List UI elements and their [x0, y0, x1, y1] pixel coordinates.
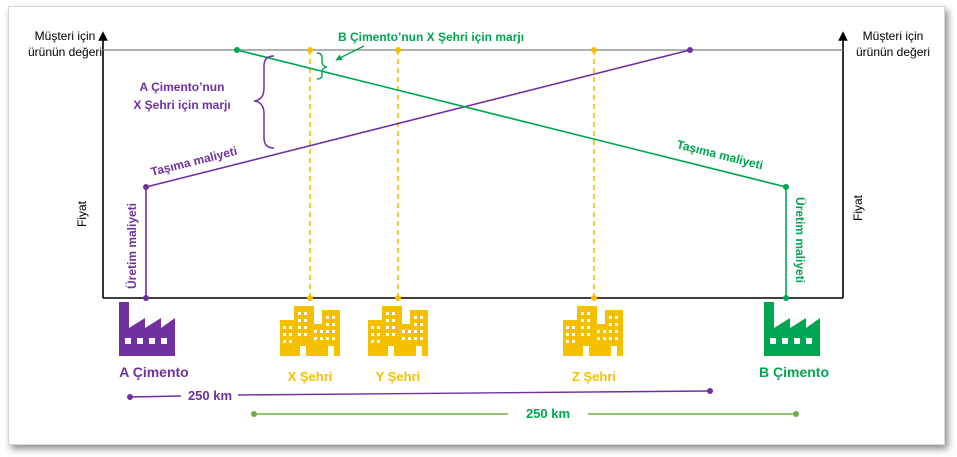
- left-top-label-line2: ürünün değeri: [28, 45, 102, 59]
- a-range-end-dot: [707, 388, 713, 394]
- x-city-bottom-dot: [307, 295, 313, 301]
- a-base-dot: [143, 295, 149, 301]
- a-transport-label: Taşıma maliyeti: [149, 144, 238, 179]
- b-end-dot: [234, 47, 240, 53]
- b-margin-arrow: [335, 45, 365, 61]
- b-margin-label: B Çimento’nun X Şehri için marjı: [338, 30, 524, 44]
- a-margin-label-line2: X Şehri için marjı: [133, 98, 230, 112]
- y-city-bottom-dot: [395, 295, 401, 301]
- right-top-label-line1: Müşteri için: [863, 29, 924, 43]
- b-margin-brace: [316, 52, 328, 80]
- z-city-icon: [563, 306, 623, 356]
- b-transport-label: Taşıma maliyeti: [675, 137, 764, 172]
- b-range-end-dot: [793, 411, 799, 417]
- a-range-label: 250 km: [188, 388, 232, 403]
- a-production-dot: [143, 184, 149, 190]
- y-city-top-dot: [395, 47, 401, 53]
- a-production-label: Üretim maliyeti: [124, 203, 139, 289]
- left-top-label-line1: Müşteri için: [35, 29, 96, 43]
- b-cimento-label: B Çimento: [759, 364, 829, 380]
- diagram-frame: [8, 6, 945, 445]
- z-sehri-label: Z Şehri: [572, 369, 616, 384]
- a-factory-icon: [119, 302, 175, 356]
- a-margin-label-line1: A Çimento’nun: [140, 80, 225, 94]
- z-city-top-dot: [591, 47, 597, 53]
- b-production-label: Üretim maliyeti: [793, 197, 808, 283]
- x-sehri-label: X Şehri: [288, 369, 333, 384]
- a-range-line-left: [129, 395, 182, 398]
- x-city-top-dot: [307, 47, 313, 53]
- b-transport-line: [236, 49, 787, 188]
- a-range-start-dot: [127, 394, 133, 400]
- right-axis-label: Fiyat: [851, 194, 865, 221]
- b-range-label: 250 km: [526, 406, 570, 421]
- a-margin-brace: [253, 55, 275, 149]
- b-production-dot: [783, 184, 789, 190]
- left-axis-label: Fiyat: [75, 200, 89, 227]
- right-top-label-line2: ürünün değeri: [856, 45, 930, 59]
- b-factory-icon: [764, 302, 820, 356]
- y-city-icon: [368, 306, 428, 356]
- a-cimento-label: A Çimento: [119, 364, 188, 380]
- a-range-line-right: [237, 390, 711, 396]
- z-city-bottom-dot: [591, 295, 597, 301]
- b-range-start-dot: [251, 411, 257, 417]
- a-transport-line: [145, 49, 691, 188]
- a-end-dot: [687, 47, 693, 53]
- x-city-icon: [280, 306, 340, 356]
- b-base-dot: [783, 295, 789, 301]
- y-sehri-label: Y Şehri: [376, 369, 421, 384]
